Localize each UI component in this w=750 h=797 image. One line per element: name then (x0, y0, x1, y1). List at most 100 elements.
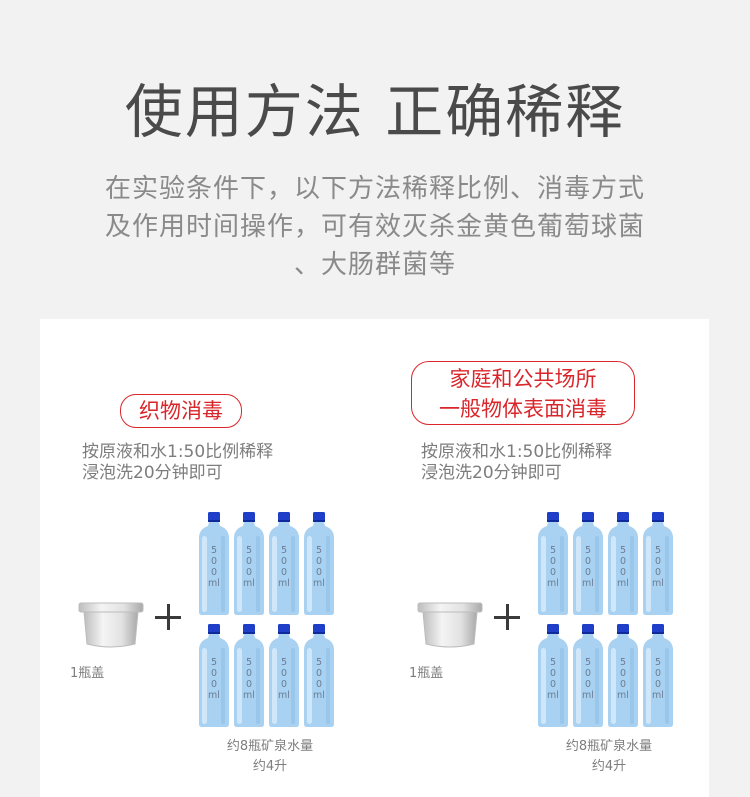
badge-label: 织物消毒 (139, 399, 223, 423)
bottle-volume-text: 0 (245, 567, 253, 578)
bottle-volume-text: 5 (619, 657, 627, 668)
bottle-volume-text: 5 (315, 657, 323, 668)
surface-disinfection-section: 家庭和公共场所 一般物体表面消毒 按原液和水1:50比例稀释 浸泡洗20分钟即可 (379, 319, 709, 797)
bottle-volume-text: ml (313, 578, 325, 589)
bottle-volume-text: 0 (549, 556, 557, 567)
bottle-volume-text: 0 (584, 556, 592, 567)
bottle-volume-text: 0 (619, 567, 627, 578)
bottle-volume-text: 0 (245, 679, 253, 690)
bottle-volume-text: 0 (210, 668, 218, 679)
bottle-volume-text: 0 (315, 679, 323, 690)
bottle-volume-text: 0 (315, 668, 323, 679)
water-amount-label: 约8瓶矿泉水量 约4升 (529, 737, 689, 777)
bottle-volume-text: ml (617, 690, 629, 701)
bottle-volume-text: ml (208, 578, 220, 589)
bottle-volume-text: 5 (280, 657, 288, 668)
dilution-instruction: 按原液和水1:50比例稀释 浸泡洗20分钟即可 (421, 442, 671, 484)
bottle-volume-text: 0 (280, 668, 288, 679)
bottle-volume-text: ml (582, 690, 594, 701)
bottle-volume-text: ml (278, 578, 290, 589)
subtitle-line: 及作用时间操作，可有效灭杀金黄色葡萄球菌 (104, 212, 645, 242)
water-amount-line: 约4升 (591, 759, 627, 774)
dilution-instruction: 按原液和水1:50比例稀释 浸泡洗20分钟即可 (82, 442, 332, 484)
fabric-disinfection-badge: 织物消毒 (120, 394, 242, 428)
bottle-volume-text: 0 (210, 679, 218, 690)
bottle-volume-text: 0 (584, 567, 592, 578)
bottle-volume-text: 5 (549, 545, 557, 556)
bottle-cap-icon (417, 600, 483, 650)
instructions-panel: 织物消毒 按原液和水1:50比例稀释 浸泡洗20分钟即可 1瓶盖 (40, 319, 709, 797)
water-amount-line: 约4升 (252, 759, 288, 774)
bottle-volume-text: 0 (549, 668, 557, 679)
bottle-volume-text: 0 (315, 556, 323, 567)
bottle-volume-text: 0 (654, 556, 662, 567)
bottle-volume-text: 0 (654, 679, 662, 690)
surface-disinfection-badge: 家庭和公共场所 一般物体表面消毒 (411, 361, 635, 425)
cap-label: 1瓶盖 (409, 666, 444, 681)
page-title: 使用方法 正确稀释 (124, 78, 626, 146)
bottle-volume-text: 5 (619, 545, 627, 556)
bottle-volume-text: 0 (210, 556, 218, 567)
bottle-volume-text: ml (652, 690, 664, 701)
bottle-volume-text: ml (243, 690, 255, 701)
plus-icon (153, 602, 183, 632)
bottle-volume-text: 5 (315, 545, 323, 556)
bottle-volume-text: 5 (280, 545, 288, 556)
bottle-volume-text: ml (313, 690, 325, 701)
plus-icon (492, 602, 522, 632)
bottle-volume-text: 0 (654, 668, 662, 679)
bottle-volume-text: 0 (245, 668, 253, 679)
bottle-volume-text: 5 (549, 657, 557, 668)
instruction-line: 按原液和水1:50比例稀释 (421, 442, 613, 462)
bottle-volume-text: 0 (280, 556, 288, 567)
water-amount-line: 约8瓶矿泉水量 (565, 739, 653, 754)
bottle-volume-text: ml (547, 690, 559, 701)
bottle-volume-text: 5 (245, 657, 253, 668)
bottle-volume-text: 0 (619, 556, 627, 567)
bottle-volume-text: ml (208, 690, 220, 701)
bottle-volume-text: 0 (210, 567, 218, 578)
instruction-line: 按原液和水1:50比例稀释 (82, 442, 274, 462)
bottle-volume-text: 0 (584, 679, 592, 690)
bottle-volume-text: ml (243, 578, 255, 589)
water-amount-label: 约8瓶矿泉水量 约4升 (190, 737, 350, 777)
bottle-volume-text: 0 (245, 556, 253, 567)
bottle-cap-icon (78, 600, 144, 650)
bottle-volume-text: 0 (619, 679, 627, 690)
bottle-volume-text: 0 (654, 567, 662, 578)
bottle-volume-text: 5 (584, 545, 592, 556)
bottle-volume-text: 0 (315, 567, 323, 578)
bottle-volume-text: 0 (549, 567, 557, 578)
bottle-volume-text: 5 (654, 657, 662, 668)
bottle-volume-text: ml (652, 578, 664, 589)
page-subtitle: 在实验条件下，以下方法稀释比例、消毒方式 及作用时间操作，可有效灭杀金黄色葡萄球… (60, 170, 690, 284)
bottle-volume-text: 5 (245, 545, 253, 556)
badge-label: 一般物体表面消毒 (439, 397, 607, 421)
bottle-volume-text: ml (617, 578, 629, 589)
